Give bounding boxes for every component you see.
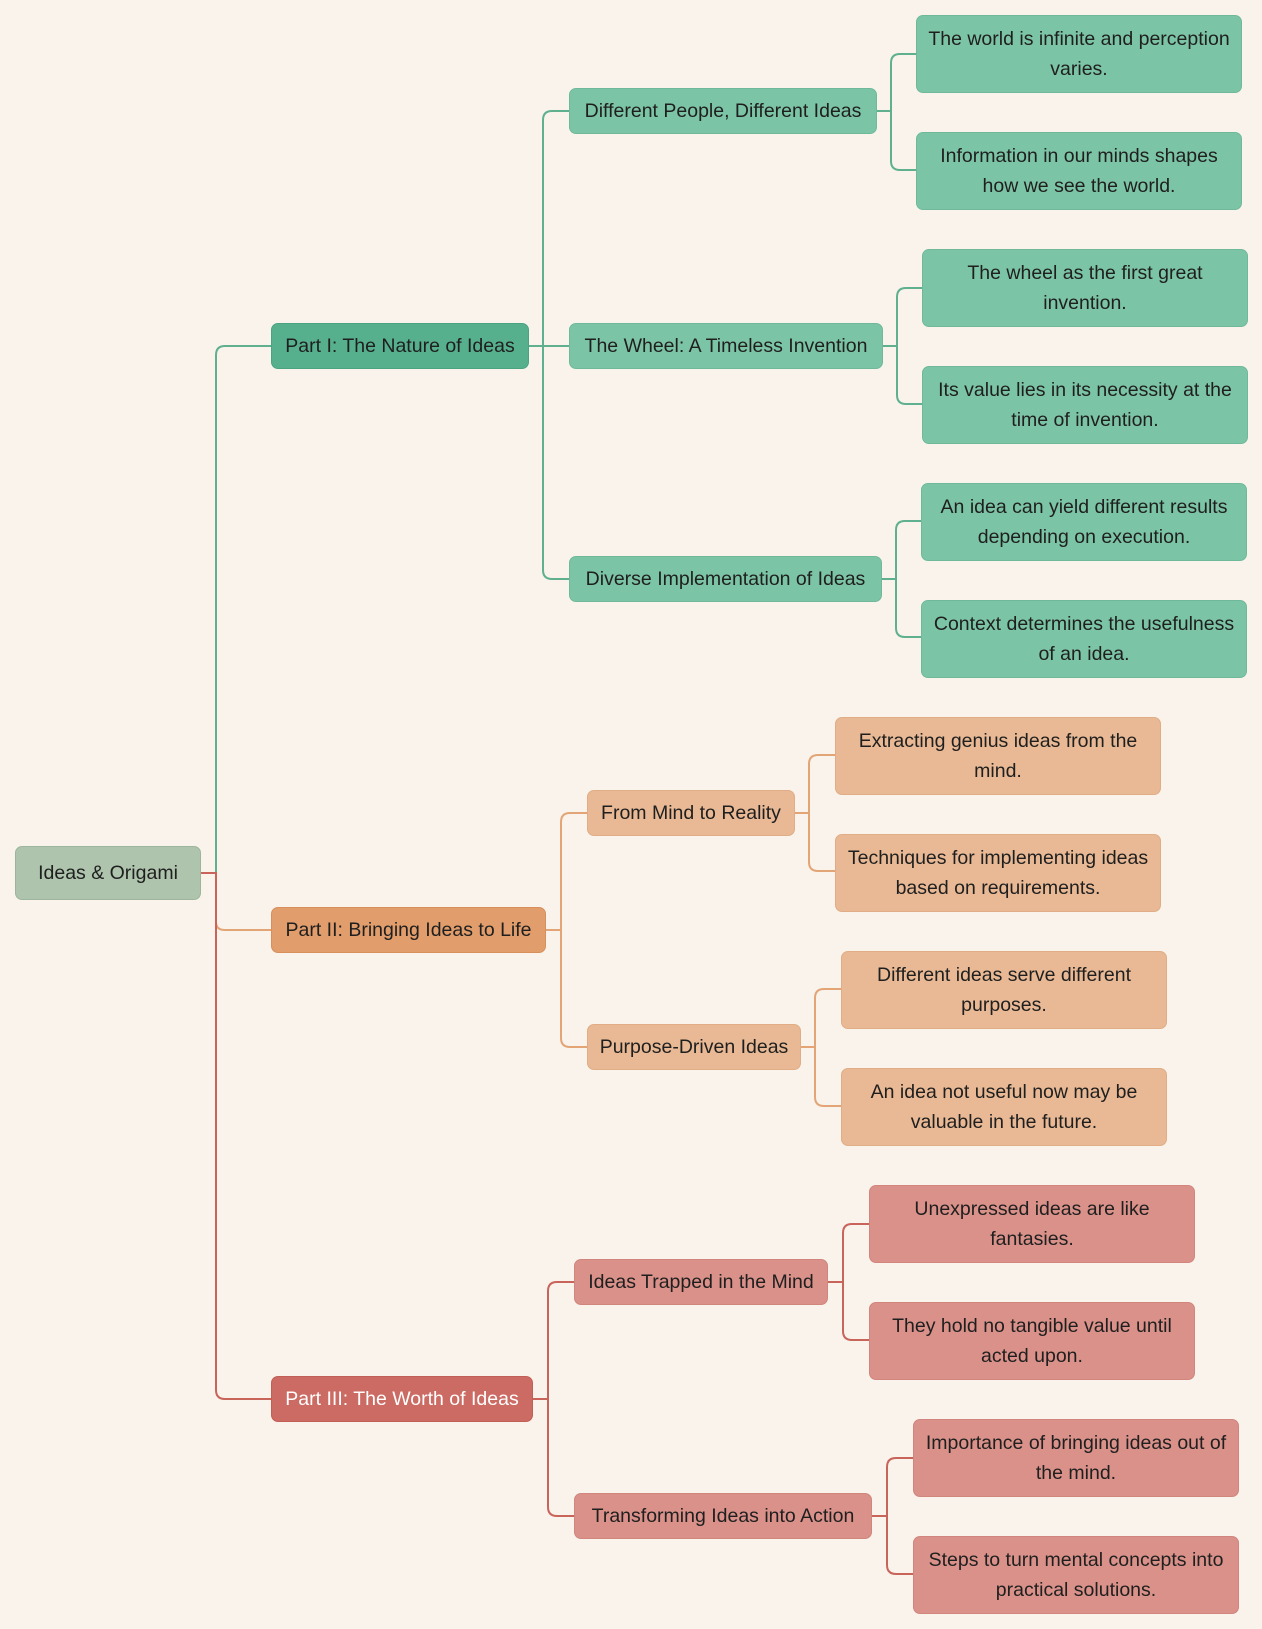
topic-the-wheel[interactable]: The Wheel: A Timeless Invention — [569, 323, 883, 369]
point-implementing-techniques[interactable]: Techniques for implementing ideas based … — [835, 834, 1161, 912]
branch-part3[interactable]: Part III: The Worth of Ideas — [271, 1376, 533, 1422]
connector-p2t1-points — [795, 754, 835, 872]
connector-p3t2-points — [872, 1457, 913, 1575]
connector-part1-topic3 — [529, 345, 569, 580]
connector-part2-topic1 — [546, 812, 587, 931]
topic-mind-to-reality[interactable]: From Mind to Reality — [587, 790, 795, 836]
connector-part3-topic2 — [533, 1398, 574, 1517]
root-node[interactable]: Ideas & Origami — [15, 846, 201, 900]
topic-different-people[interactable]: Different People, Different Ideas — [569, 88, 877, 134]
connector-topic2-points — [883, 287, 922, 405]
branch-part1[interactable]: Part I: The Nature of Ideas — [271, 323, 529, 369]
point-world-infinite[interactable]: The world is infinite and perception var… — [916, 15, 1242, 93]
branch-part2[interactable]: Part II: Bringing Ideas to Life — [271, 907, 546, 953]
point-bringing-ideas-out[interactable]: Importance of bringing ideas out of the … — [913, 1419, 1239, 1497]
topic-diverse-implementation[interactable]: Diverse Implementation of Ideas — [569, 556, 882, 602]
point-wheel-value[interactable]: Its value lies in its necessity at the t… — [922, 366, 1248, 444]
point-unexpressed-fantasies[interactable]: Unexpressed ideas are like fantasies. — [869, 1185, 1195, 1263]
connector-root-part3 — [201, 872, 271, 1400]
point-different-purposes[interactable]: Different ideas serve different purposes… — [841, 951, 1167, 1029]
connector-topic3-points — [882, 520, 921, 638]
topic-purpose-driven[interactable]: Purpose-Driven Ideas — [587, 1024, 801, 1070]
point-no-tangible-value[interactable]: They hold no tangible value until acted … — [869, 1302, 1195, 1380]
point-extracting-ideas[interactable]: Extracting genius ideas from the mind. — [835, 717, 1161, 795]
connector-part2-topic2 — [546, 929, 587, 1048]
point-idea-results[interactable]: An idea can yield different results depe… — [921, 483, 1247, 561]
connector-part3-topic1 — [533, 1281, 574, 1400]
point-context-usefulness[interactable]: Context determines the usefulness of an … — [921, 600, 1247, 678]
topic-ideas-trapped[interactable]: Ideas Trapped in the Mind — [574, 1259, 828, 1305]
connector-p2t2-points — [801, 988, 841, 1107]
connector-root-part2 — [201, 872, 271, 931]
point-information-shapes[interactable]: Information in our minds shapes how we s… — [916, 132, 1242, 210]
point-future-value[interactable]: An idea not useful now may be valuable i… — [841, 1068, 1167, 1146]
connector-p3t1-points — [828, 1223, 869, 1341]
connector-root-part1 — [201, 345, 271, 874]
point-steps-practical[interactable]: Steps to turn mental concepts into pract… — [913, 1536, 1239, 1614]
topic-transforming-ideas[interactable]: Transforming Ideas into Action — [574, 1493, 872, 1539]
connector-part1-topic1 — [529, 110, 569, 347]
connector-topic1-points — [877, 53, 916, 171]
point-wheel-first-invention[interactable]: The wheel as the first great invention. — [922, 249, 1248, 327]
